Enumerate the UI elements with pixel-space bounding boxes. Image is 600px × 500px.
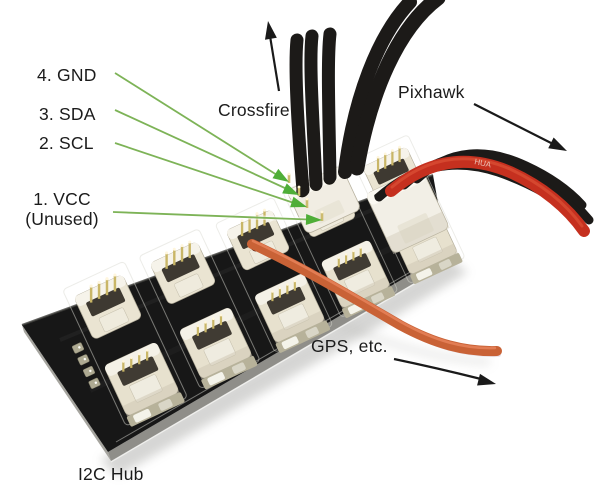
pixhawk-label: Pixhawk <box>398 82 465 102</box>
board-caption: I2C Hub <box>78 464 144 484</box>
crossfire-arrow-line <box>268 35 281 92</box>
vcc-arrowhead <box>305 213 322 225</box>
pin-annotation-lines <box>112 72 309 221</box>
pin-annotation-arrowheads <box>272 168 322 225</box>
pcb-side-left <box>22 325 111 461</box>
crossfire-cable <box>289 0 446 197</box>
pin-label-vcc-note: (Unused) <box>25 209 99 230</box>
gps-arrowhead <box>477 373 496 386</box>
crossfire-label: Crossfire <box>218 100 290 120</box>
pin-label-sda: 3. SDA <box>39 104 96 124</box>
pin-label-gnd: 4. GND <box>37 65 97 85</box>
pin-label-scl: 2. SCL <box>39 133 94 153</box>
edge-solder-pads <box>72 342 101 389</box>
pin-label-vcc: 1. VCC (Unused) <box>12 189 112 229</box>
gnd-arrowhead <box>272 168 289 182</box>
pixhawk-cable-red <box>385 155 590 237</box>
pixhawk-arrow-line <box>473 103 556 146</box>
cable-annotation-arrowheads <box>264 21 567 386</box>
crossfire-arrowhead <box>264 21 277 40</box>
scl-line <box>114 142 295 204</box>
gps-wire <box>247 239 502 357</box>
gps-arrow-line <box>393 357 482 381</box>
pixhawk-red-highlight <box>390 157 584 228</box>
sda-line <box>114 109 288 190</box>
vcc-line <box>112 211 309 221</box>
wire-print-text: HUA <box>474 157 493 169</box>
i2c-pins <box>287 172 324 221</box>
pin-label-vcc-text: 1. VCC <box>33 189 91 209</box>
gps-label: GPS, etc. <box>311 336 388 356</box>
scl-arrowhead <box>290 196 307 208</box>
cable-annotation-lines <box>268 35 556 381</box>
sda-arrowhead <box>282 183 299 195</box>
pixhawk-arrowhead <box>548 137 567 151</box>
gps-wire-highlight <box>251 239 497 350</box>
gnd-line <box>114 72 278 176</box>
